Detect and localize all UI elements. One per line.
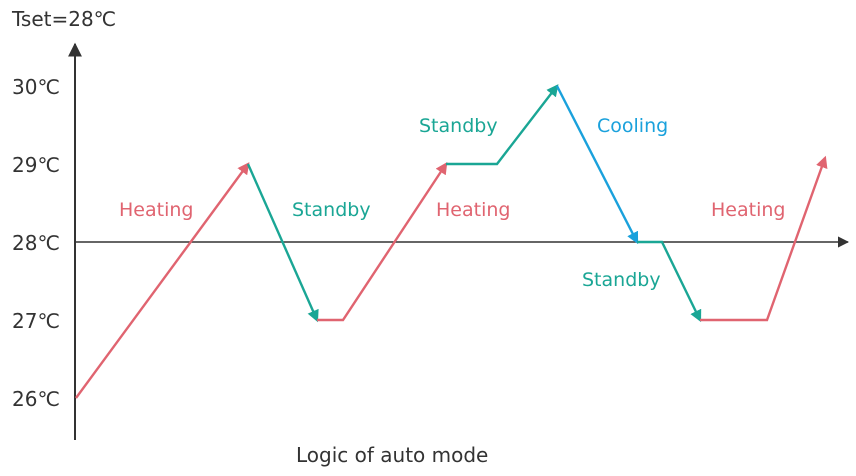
y-tick-26: 26℃ (12, 387, 60, 411)
y-tick-29: 29℃ (12, 153, 60, 177)
y-tick-28: 28℃ (12, 231, 60, 255)
diagram-caption: Logic of auto mode (296, 443, 488, 467)
standby-label-2: Standby (419, 115, 498, 137)
heating-label-2: Heating (436, 199, 510, 221)
y-tick-30: 30℃ (12, 75, 60, 99)
heating-label-3: Heating (711, 199, 785, 221)
standby-label-3: Standby (582, 269, 661, 291)
standby-segment-2 (446, 84, 559, 166)
heating-segment-3 (700, 155, 828, 322)
tset-label: Tset=28℃ (11, 7, 116, 31)
heating-label-1: Heating (119, 199, 193, 221)
standby-label-1: Standby (292, 199, 371, 221)
heating-segment-2 (317, 161, 448, 322)
cooling-segment-1 (555, 85, 639, 245)
standby-segment-1 (246, 163, 319, 323)
heating-segment-1 (75, 162, 250, 399)
standby-segment-3 (637, 240, 702, 323)
y-tick-27: 27℃ (12, 309, 60, 333)
cooling-label-1: Cooling (597, 115, 668, 137)
